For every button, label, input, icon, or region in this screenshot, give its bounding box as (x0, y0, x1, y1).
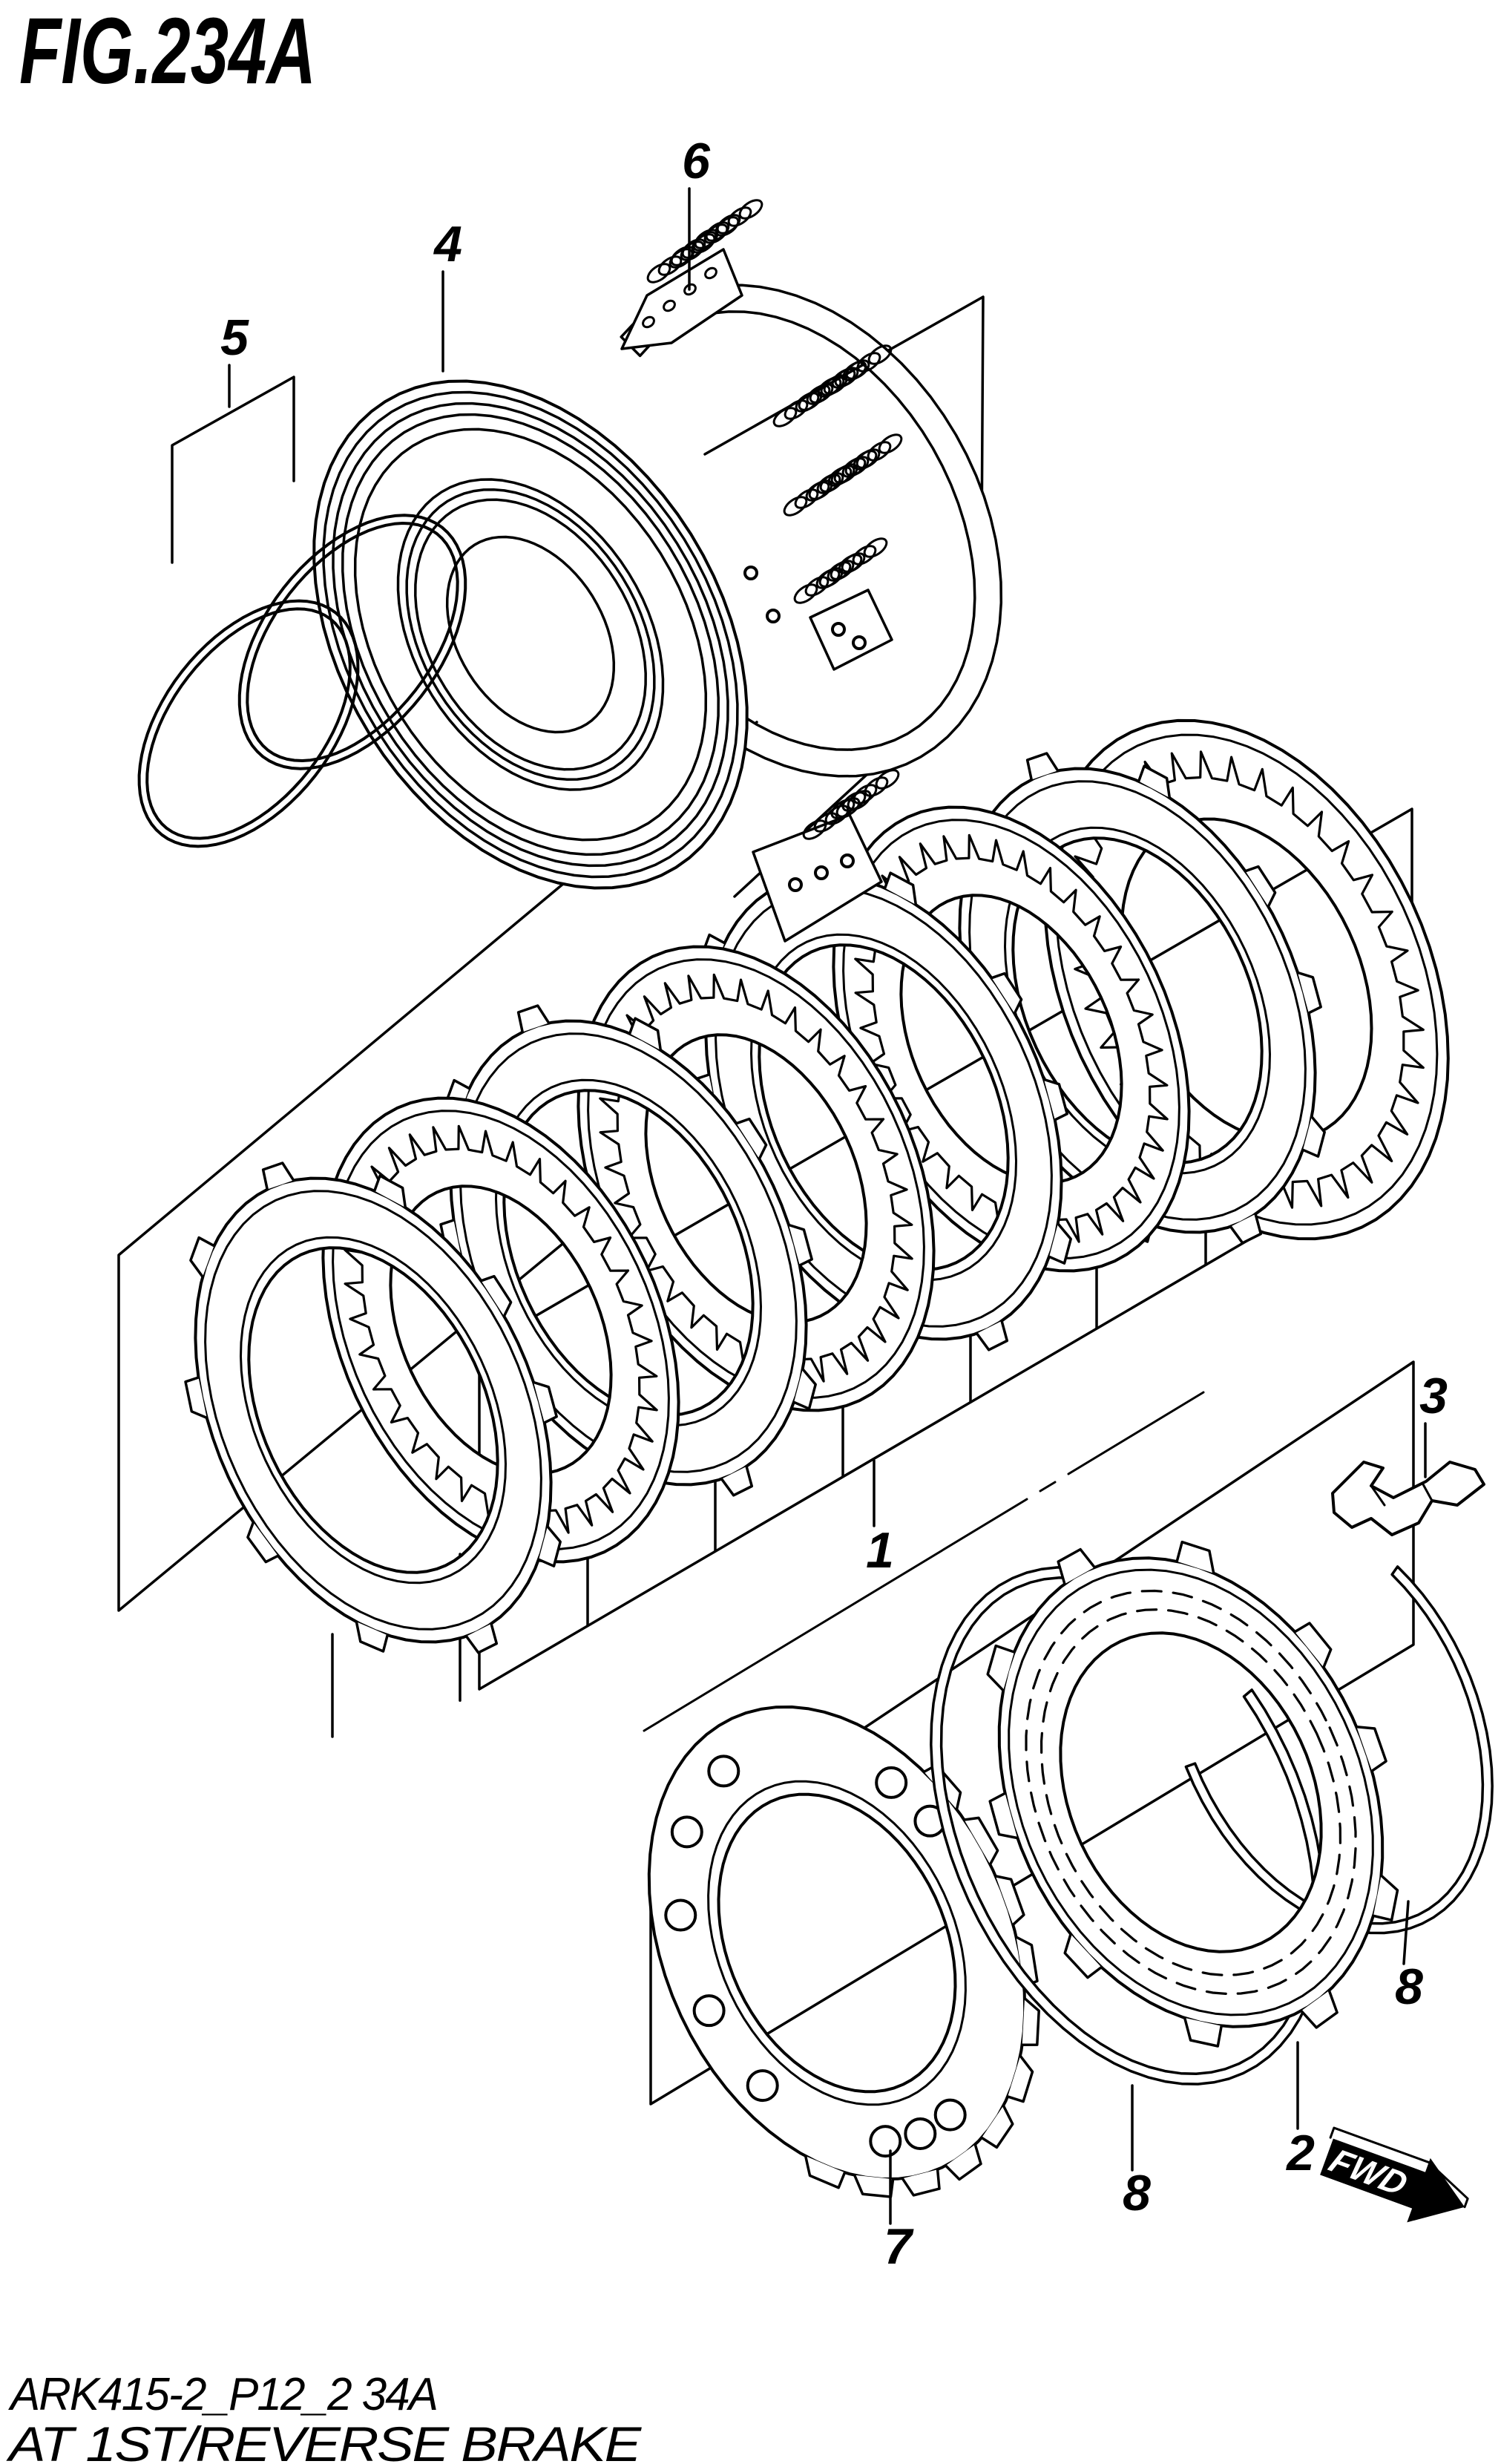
part-3-clip-detail (1370, 1483, 1433, 1507)
leader-line (1402, 1900, 1410, 1965)
callout-8-right: 8 (1395, 1959, 1423, 2015)
panel-part5 (171, 376, 295, 564)
callout-1: 1 (866, 1522, 894, 1579)
callout-4: 4 (433, 216, 462, 272)
annotations: 1 2 3 4 5 6 7 8 8 FWD FIG.234A ARK415-2_… (5, 0, 1485, 2464)
fwd-arrow: FWD (1320, 2126, 1469, 2223)
figure-title: FIG.234A (19, 0, 316, 103)
footer-doc-code: ARK415-2_P12_2 34A (7, 2369, 437, 2420)
panel-bottom-group (649, 1360, 1415, 2106)
callout-3: 3 (1419, 1368, 1448, 1424)
callout-7: 7 (884, 2218, 914, 2275)
footer-caption: AT 1ST/REVERSE BRAKE (5, 2417, 642, 2464)
callout-6: 6 (682, 133, 711, 189)
callout-8-left: 8 (1123, 2165, 1151, 2221)
part-3-clip (1331, 1461, 1485, 1536)
leader-lines (228, 187, 1427, 2225)
fwd-arrow-body (1320, 2138, 1465, 2223)
callout-5: 5 (220, 309, 249, 366)
axis-centerline (643, 1391, 1205, 1732)
exploded-parts-art (137, 199, 1494, 2198)
panel-clutch-rear (117, 721, 758, 1612)
callout-2: 2 (1285, 2125, 1315, 2181)
